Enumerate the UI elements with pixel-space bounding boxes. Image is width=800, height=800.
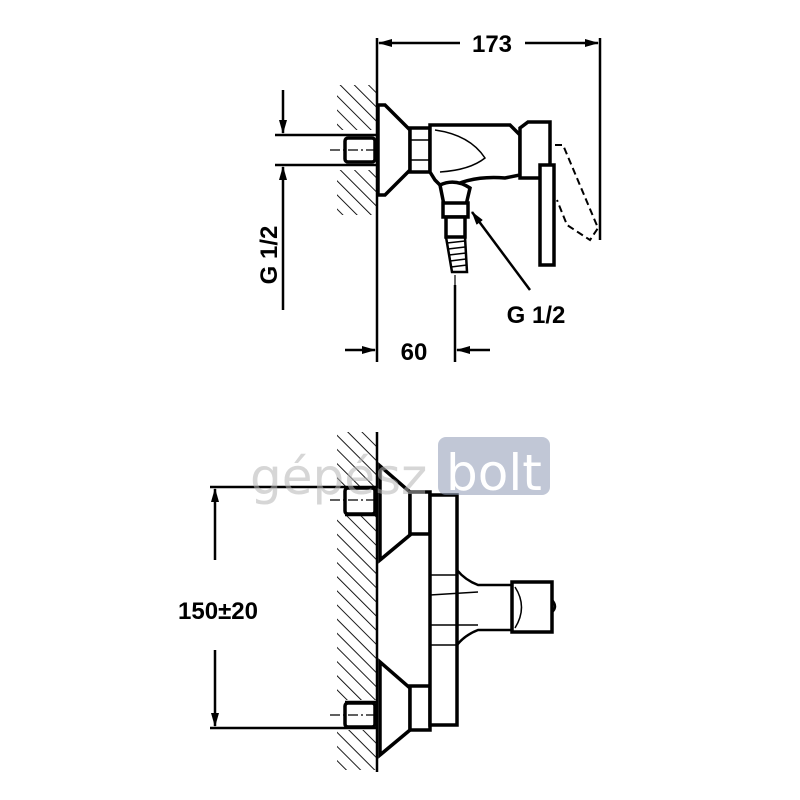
watermark-text-2: bolt (446, 444, 542, 502)
side-view: 173 G 1/2 G 1/2 60 (256, 31, 602, 366)
nut (408, 126, 432, 174)
outlet-thread-label: G 1/2 (507, 302, 566, 329)
lever-alt-position (555, 144, 600, 242)
dim-150-label: 150±20 (178, 598, 258, 625)
mixer-body (428, 123, 522, 193)
watermark-text-1: gépész (250, 448, 427, 506)
watermark-logo: gépész bolt (250, 437, 550, 506)
flange-bottom (378, 658, 412, 759)
front-view: 150±20 (178, 432, 557, 772)
inlet-thread-label: G 1/2 (256, 226, 283, 285)
dim-60-label: 60 (401, 339, 428, 366)
outlet-nut (441, 201, 470, 219)
outlet-stem (444, 215, 467, 239)
nut-bottom (408, 684, 432, 732)
mixer-body-front (428, 493, 459, 727)
flange (376, 103, 412, 197)
lever-tip (551, 599, 557, 613)
dim-173-label: 173 (472, 31, 512, 58)
wall-hatch-top (337, 85, 377, 130)
lever-handle (538, 163, 556, 267)
wall-hatch-bottom (337, 170, 377, 215)
cartridge-cap (510, 580, 554, 634)
outlet-leader (470, 211, 532, 291)
